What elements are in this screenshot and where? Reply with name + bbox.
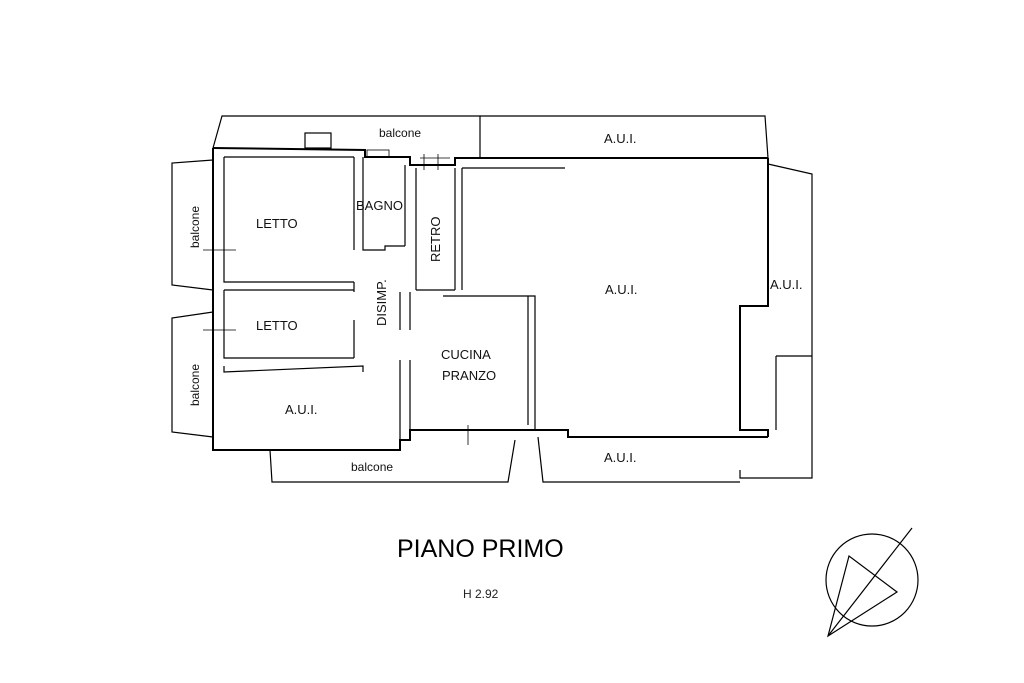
- room-label-aui-bottom-left: A.U.I.: [285, 402, 318, 417]
- room-label-aui-main: A.U.I.: [605, 282, 638, 297]
- north-arrow-icon: [825, 527, 919, 638]
- ceiling-height-note: H 2.92: [463, 587, 499, 601]
- exterior-walls: [212, 147, 769, 451]
- plan-title: PIANO PRIMO: [397, 535, 564, 563]
- right-aui-outline: [739, 163, 813, 479]
- room-label-retro: RETRO: [428, 217, 443, 263]
- room-label-balcone-left-bottom: balcone: [188, 364, 202, 406]
- room-label-balcone-bottom: balcone: [351, 460, 393, 474]
- room-label-bagno: BAGNO: [356, 198, 403, 213]
- door-marks: [203, 149, 490, 445]
- room-label-disimp: DISIMP.: [374, 279, 389, 326]
- top-balcony-outline: [212, 115, 769, 159]
- room-label-letto-1: LETTO: [256, 216, 298, 231]
- room-label-aui-right: A.U.I.: [770, 277, 803, 292]
- left-balconies: [171, 159, 214, 438]
- room-label-balcone-left-top: balcone: [188, 206, 202, 248]
- room-label-aui-bottom-right: A.U.I.: [604, 450, 637, 465]
- room-label-letto-2: LETTO: [256, 318, 298, 333]
- room-label-balcone-top: balcone: [379, 126, 421, 140]
- interior-walls: [223, 156, 565, 440]
- room-label-pranzo: PRANZO: [442, 368, 496, 383]
- room-label-aui-top-right: A.U.I.: [604, 131, 637, 146]
- bottom-balconies: [269, 436, 740, 483]
- room-label-cucina: CUCINA: [441, 347, 491, 362]
